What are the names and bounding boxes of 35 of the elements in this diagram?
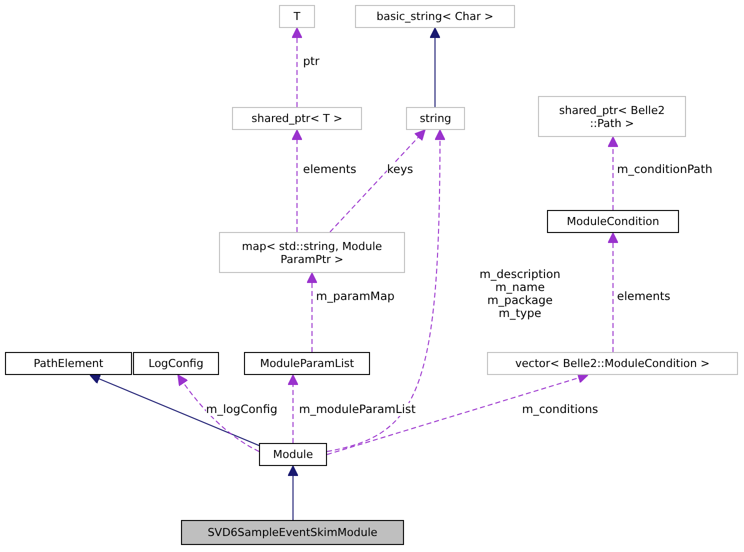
class-box: ModuleCondition [547,210,679,233]
arrow [608,136,618,210]
class-box: basic_string< Char > [355,5,515,28]
arrow [288,374,298,444]
arrow [306,272,318,352]
arrow [292,130,302,232]
class-box: shared_ptr< Belle2 ::Path > [538,96,686,137]
class-box: PathElement [5,352,132,375]
class-box: string [406,107,465,130]
arrow [326,372,588,455]
arrow [288,466,298,520]
edge-label: m_moduleParamList [299,403,416,416]
edge-label: m_conditionPath [617,163,712,176]
class-box: ModuleParamList [244,352,370,375]
class-box: map< std::string, Module ParamPtr > [219,232,405,273]
edge-label: m_conditions [522,403,598,416]
class-box: Module [259,443,327,466]
class-box: vector< Belle2::ModuleCondition > [487,352,738,375]
class-box: SVD6SampleEventSkimModule [181,520,404,545]
edge-label: m_paramMap [316,290,395,303]
edge-label: elements [617,290,670,303]
arrow [608,232,618,352]
arrow [330,130,426,232]
edge-label: ptr [303,55,320,68]
edge-label: m_logConfig [206,403,278,416]
class-box: shared_ptr< T > [232,107,362,130]
class-box: LogConfig [133,352,219,375]
arrow [430,28,440,108]
class-box: T [279,5,315,28]
arrow [326,130,446,452]
edge-label: elements [303,163,356,176]
edge-label: keys [387,163,414,176]
arrow [292,28,302,108]
arrow [90,374,260,446]
arrow [178,374,260,452]
